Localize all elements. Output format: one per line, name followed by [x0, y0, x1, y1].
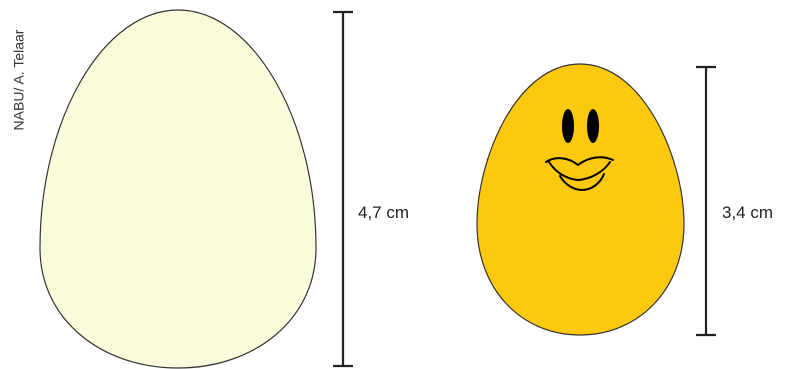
- photo-credit-text: NABU/ A. Telaar: [10, 30, 26, 131]
- small-egg: [477, 64, 684, 335]
- photo-credit: NABU/ A. Telaar: [3, 0, 33, 160]
- left-eye: [562, 109, 574, 143]
- large-egg: [40, 10, 316, 368]
- small-egg-measure-bar: [696, 67, 716, 335]
- small-egg-measurement-label: 3,4 cm: [722, 203, 773, 223]
- large-egg-measure-bar: [333, 12, 353, 366]
- large-egg-measurement-label: 4,7 cm: [358, 203, 409, 223]
- right-eye: [587, 109, 599, 143]
